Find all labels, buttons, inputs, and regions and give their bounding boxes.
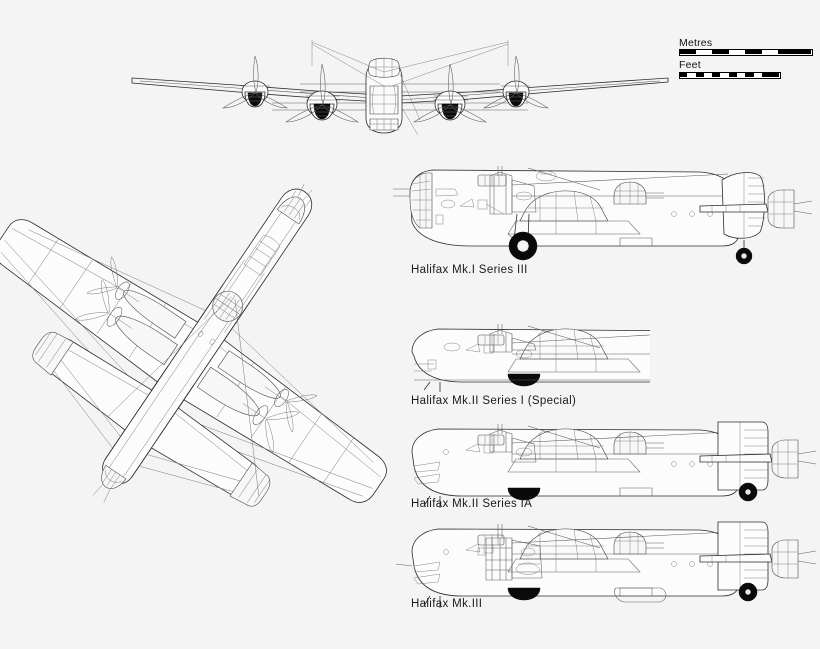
front-engine-outer-right [483,55,549,109]
scale-feet-label: Feet [679,59,701,71]
mk1-main-landing-gear [508,213,538,261]
mk1-forward-turret-fairings [477,170,557,187]
mk3-faired-nose [395,549,449,585]
front-engine-inner-left [285,63,359,123]
caption-mk2-series1a: Halifax Mk.II Series IA [411,498,533,510]
side-profile-mk1-series3 [393,166,813,265]
mk2s1a-tail-wheel [738,482,758,502]
mk3-radial-nacelle [477,524,543,581]
plan-engine-outer-lower [217,350,318,433]
scale-metres-label: Metres [679,37,713,49]
caption-mk1-series3: Halifax Mk.I Series III [411,264,528,276]
front-elevation-view [131,40,669,136]
plan-engine-outer-upper [86,256,187,339]
mk1-tail-turret [767,189,813,229]
plan-view-rotated [0,183,387,507]
mk1-cockpit-canopy [519,190,609,222]
caption-mk2-series1-special: Halifax Mk.II Series I (Special) [411,395,577,407]
mk1-nose-turret [393,172,433,229]
mk3-tail-wheel [738,582,758,602]
plan-engine-inner-lower [196,366,300,453]
side-profile-mk3 [395,521,817,608]
scale-metres-bar [679,49,815,56]
plan-nose-turret [276,183,313,225]
mk2s1a-cockpit-canopy [519,428,609,460]
mk3-tail-turret [771,539,817,579]
plan-tail-turret [92,464,127,503]
mk2s1a-faired-nose [413,449,449,485]
scale-bars: Metres Feet [679,37,815,79]
mk2s1a-tail-turret [771,439,817,479]
front-engine-inner-right [413,63,487,123]
front-fuselage-glazing [365,57,403,134]
front-engine-outer-left [222,55,288,109]
side-profile-mk2-series1a [411,421,817,508]
mk1-tail-wheel [735,240,753,265]
caption-mk3: Halifax Mk.III [411,598,483,610]
mk2s1-faired-nose [414,359,437,372]
scale-feet-bar [679,72,815,79]
plan-engine-inner-upper [74,279,178,366]
side-profile-mk2-series1-special [411,324,650,392]
mk2s1-cockpit-canopy [519,328,609,360]
